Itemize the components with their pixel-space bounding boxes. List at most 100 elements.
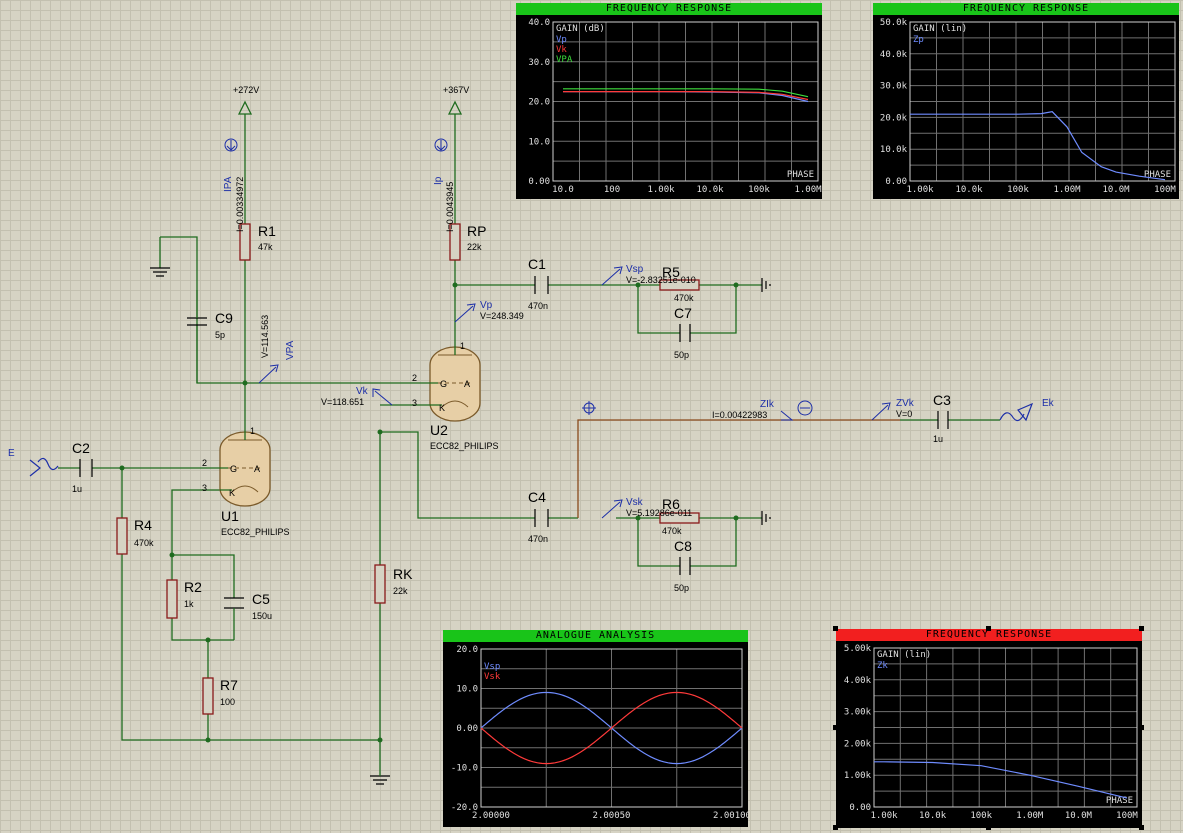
voltage-probe-vp-value: V=248.349 [480, 311, 524, 321]
ref-c1: C1 [528, 256, 546, 272]
ref-r4: R4 [134, 517, 152, 533]
u1-pin-k: K [229, 488, 235, 498]
capacitor-c9[interactable] [187, 290, 207, 326]
x-tick-label: 100k [1007, 185, 1029, 195]
x-tick-label: 1.00k [647, 185, 675, 195]
graph-grid [553, 22, 818, 181]
x-tick-label: 10.0M [1102, 185, 1130, 195]
value-c8: 50p [674, 583, 689, 593]
y-tick-label: 30.0k [880, 82, 908, 92]
tube-u2[interactable] [420, 345, 481, 422]
voltage-probe-vsp-value: V=-2.83251e-010 [626, 275, 696, 285]
capacitor-c3[interactable] [937, 411, 949, 429]
capacitor-c5[interactable] [224, 597, 244, 618]
legend-vpa: VPA [556, 55, 573, 65]
phase-label: PHASE [1144, 170, 1171, 180]
value-c5: 150u [252, 611, 272, 621]
current-probe-ip-icon[interactable] [434, 138, 448, 152]
resistor-rk[interactable] [374, 564, 386, 604]
resize-handle[interactable] [986, 626, 991, 631]
capacitor-c2[interactable] [79, 459, 93, 477]
voltage-probe-vsp-name: Vsp [626, 264, 644, 275]
resize-handle[interactable] [1139, 626, 1144, 631]
graph-grid [874, 648, 1137, 807]
ground-symbol-4 [761, 511, 771, 525]
resize-handle[interactable] [833, 825, 838, 830]
resize-handle[interactable] [833, 725, 838, 730]
value-r7: 100 [220, 697, 235, 707]
ground-symbol-2 [370, 775, 390, 785]
y-tick-label: 30.0 [528, 58, 550, 68]
series-vk [563, 91, 809, 101]
u2-pin-2: 2 [412, 373, 417, 383]
y-tick-label: 4.00k [844, 676, 872, 686]
ref-u2: U2 [430, 422, 448, 438]
voltage-probe-vsk-icon[interactable] [601, 499, 623, 519]
voltage-probe-vp-icon[interactable] [454, 303, 476, 323]
generator-e-label: E [8, 448, 15, 459]
voltage-probe-zvk-icon[interactable] [871, 402, 891, 421]
current-probe-ipa-icon[interactable] [224, 138, 238, 152]
y-tick-label: -20.0 [451, 803, 478, 813]
legend-vsk: Vsk [484, 672, 501, 682]
resistor-r7[interactable] [202, 677, 214, 715]
value-r6: 470k [662, 526, 682, 536]
voltage-probe-vpa-icon[interactable] [258, 364, 279, 384]
capacitor-c8[interactable] [679, 557, 691, 575]
voltage-probe-vsp-icon[interactable] [601, 266, 623, 286]
resistor-r2[interactable] [166, 579, 178, 619]
current-probe-zik-icon[interactable] [780, 400, 813, 421]
ref-c9: C9 [215, 310, 233, 326]
x-tick-label: 1.00M [1016, 811, 1044, 821]
ref-u1: U1 [221, 508, 239, 524]
ref-r6: R6 [662, 496, 680, 512]
x-tick-label: 10.0M [1065, 811, 1093, 821]
u1-pin-g: G [230, 464, 237, 474]
tube-u1[interactable] [210, 430, 271, 507]
series-zk [874, 761, 1128, 799]
resistor-r1[interactable] [239, 223, 251, 261]
x-tick-label: 1.00M [794, 185, 822, 195]
value-r5: 470k [674, 293, 694, 303]
resistor-rp[interactable] [449, 223, 461, 261]
voltage-probe-vsk-value: V=5.19286e-011 [626, 508, 692, 518]
graph-frame [552, 21, 819, 182]
resize-handle[interactable] [1139, 825, 1144, 830]
x-tick-label: 100 [604, 185, 620, 195]
ref-rk: RK [393, 566, 413, 582]
ref-c7: C7 [674, 305, 692, 321]
crosshair-marker-icon [582, 401, 596, 415]
capacitor-c7[interactable] [679, 324, 691, 342]
capacitor-c1[interactable] [534, 276, 549, 294]
generator-e-icon[interactable] [29, 457, 59, 477]
y-tick-label: 50.0k [880, 18, 908, 28]
value-r4: 470k [134, 538, 154, 548]
x-tick-label: 100k [748, 185, 770, 195]
resize-handle[interactable] [1139, 725, 1144, 730]
u1-pin-a: A [254, 464, 260, 474]
wires [58, 114, 1000, 770]
generator-ek-icon[interactable] [999, 402, 1034, 422]
x-tick-label: 2.00050 [593, 811, 631, 821]
resistor-r4[interactable] [116, 517, 128, 555]
resistor-r6[interactable] [659, 512, 700, 524]
series-vpa [563, 88, 809, 98]
phase-label: PHASE [1106, 796, 1133, 806]
resistor-r5[interactable] [659, 279, 700, 291]
series-zp [910, 111, 1166, 181]
y-tick-label: 0.00 [456, 724, 478, 734]
x-tick-label: 10.0k [919, 811, 947, 821]
u1-pin-1: 1 [250, 426, 255, 436]
capacitor-c4[interactable] [534, 509, 549, 527]
voltage-probe-vk-icon[interactable] [372, 388, 393, 406]
resize-handle[interactable] [986, 825, 991, 830]
ref-c4: C4 [528, 489, 546, 505]
voltage-probe-vk-value: V=118.651 [321, 397, 364, 407]
resize-handle[interactable] [833, 626, 838, 631]
